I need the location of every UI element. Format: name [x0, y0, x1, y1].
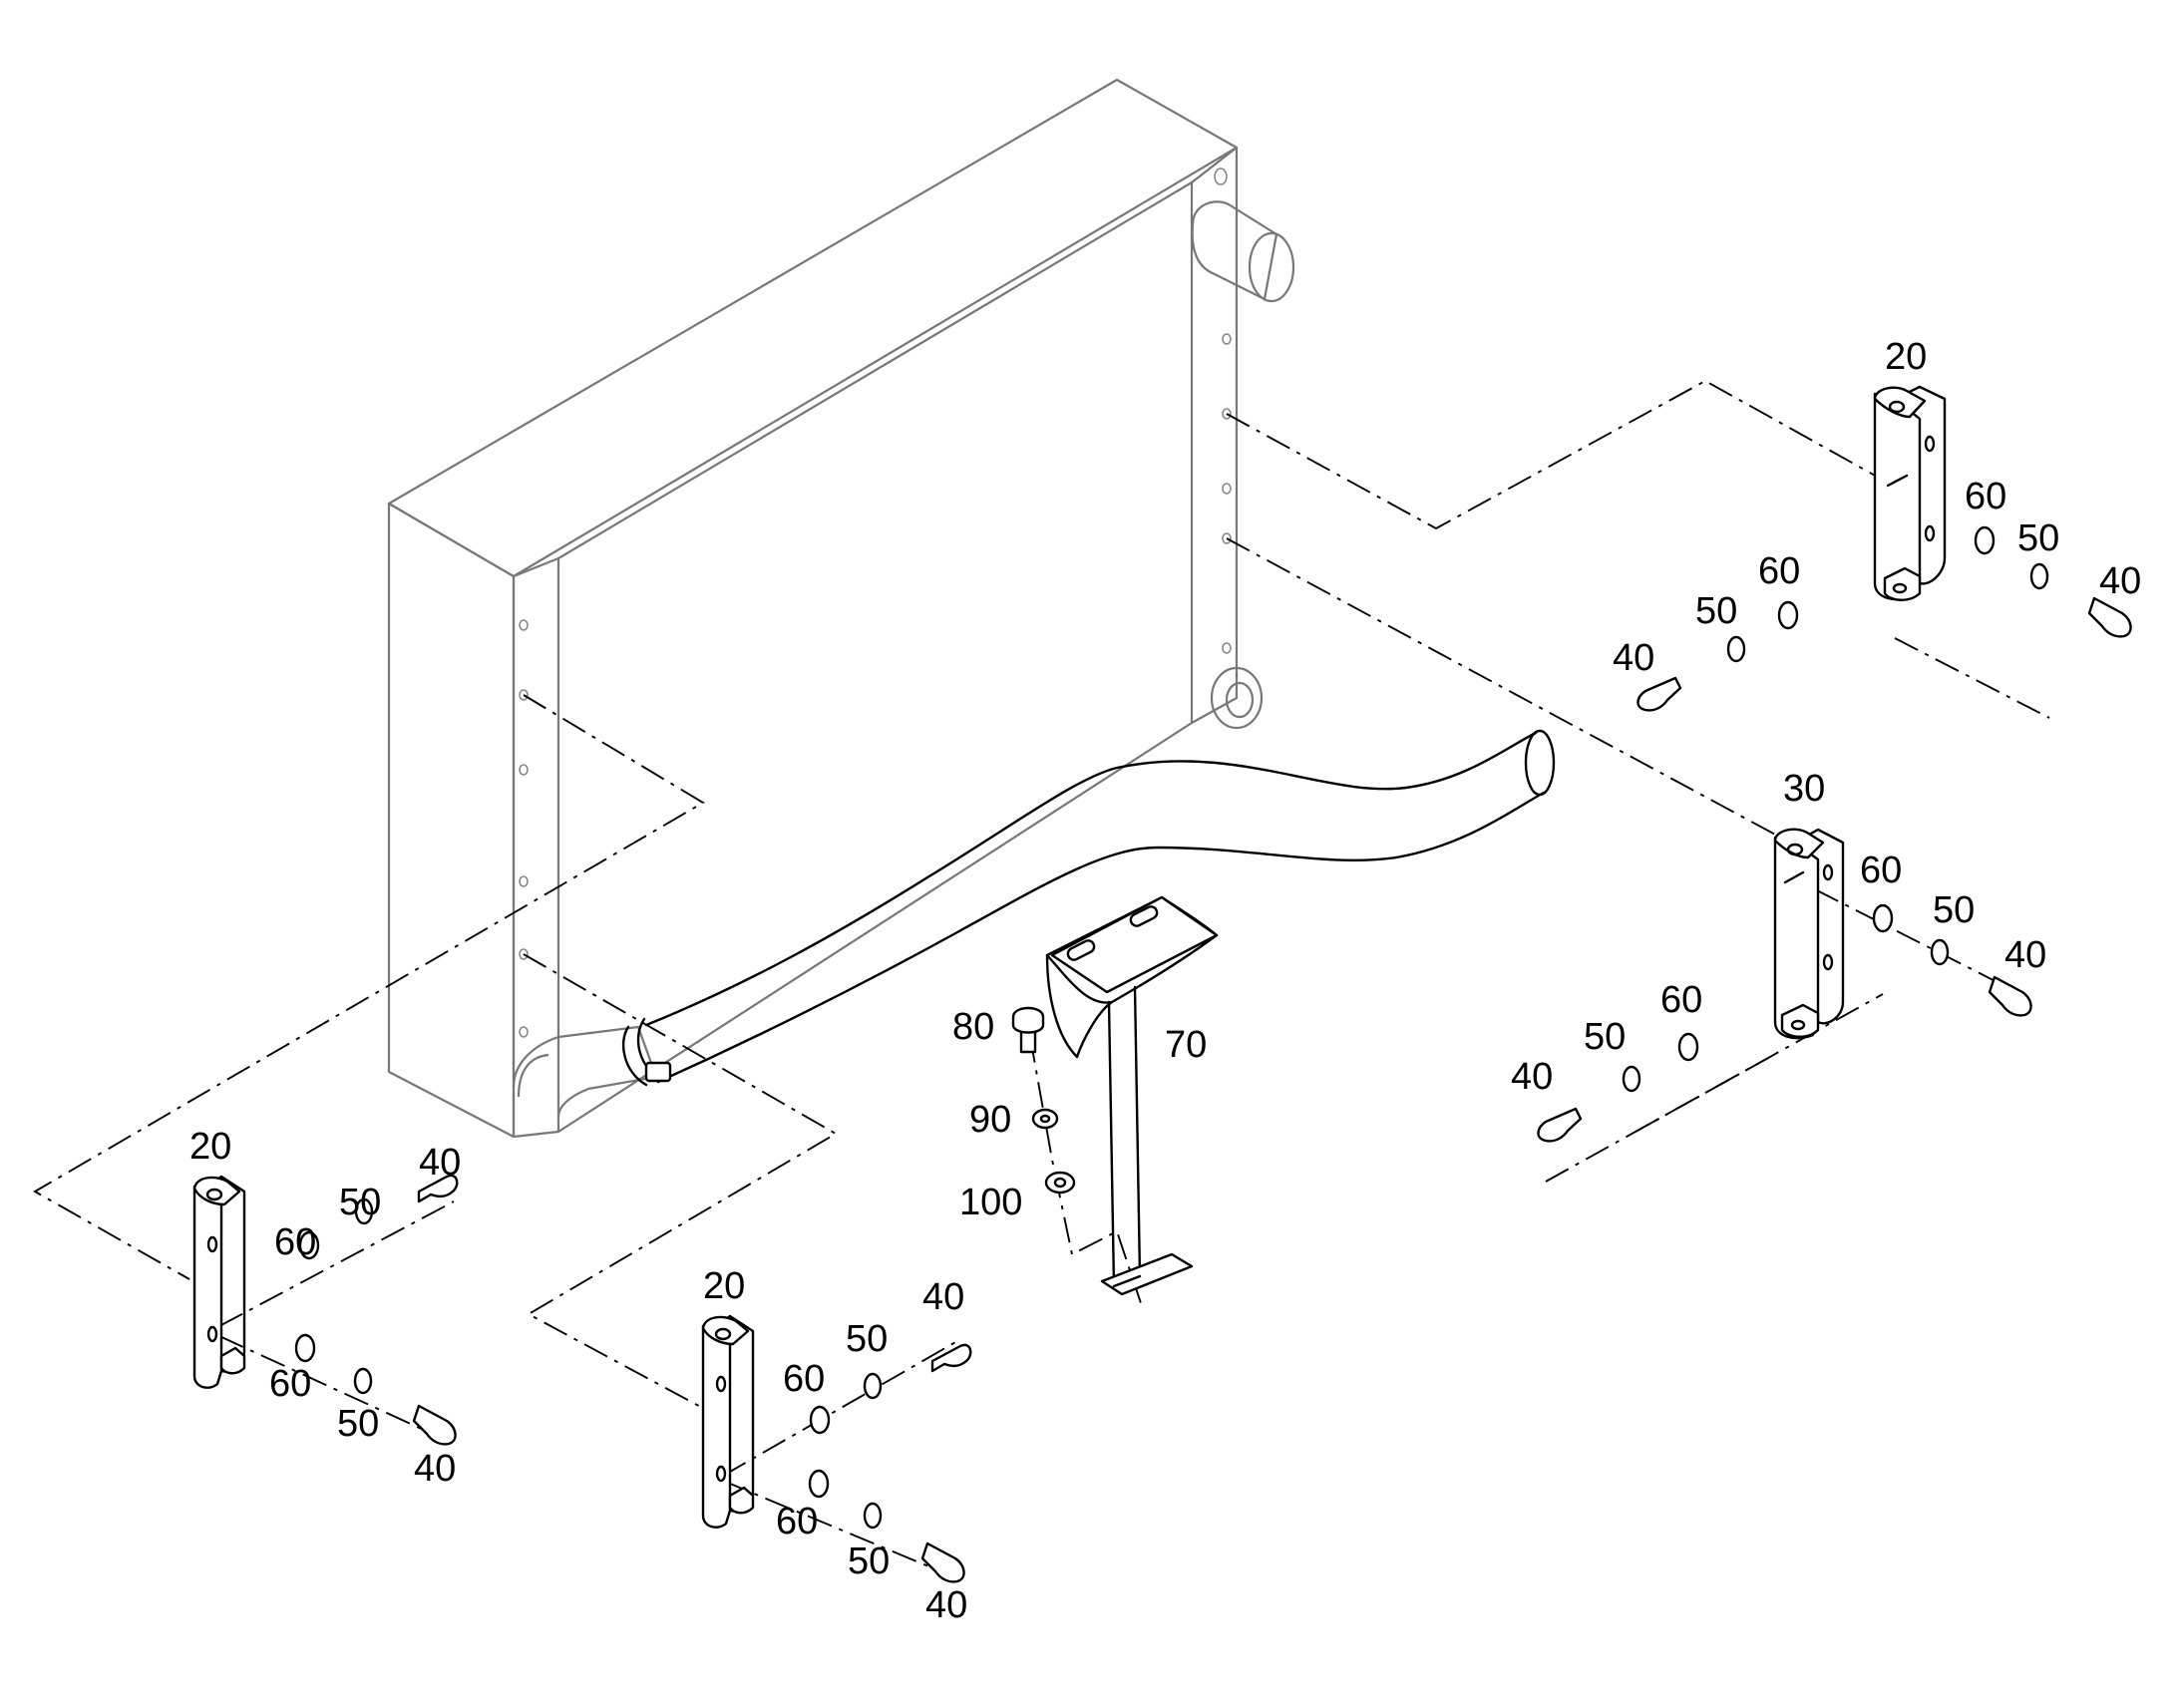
lower-outlet-neck — [1210, 666, 1264, 730]
item-label: 80 — [952, 1006, 994, 1048]
bracket-30-right — [1773, 828, 1845, 1040]
fasteners-80-90-100 — [1011, 1006, 1076, 1195]
coolant-hose — [512, 729, 1556, 1118]
item-label: 40 — [414, 1448, 456, 1490]
item-labels: 20 60 50 60 50 40 40 30 60 50 40 60 50 4… — [189, 336, 2141, 1626]
item-label: 70 — [1165, 1024, 1207, 1066]
item-label: 50 — [848, 1540, 890, 1582]
bracket-20-bottom-left — [192, 1175, 246, 1389]
item-label: 50 — [337, 1403, 379, 1445]
upper-inlet-neck — [1191, 200, 1295, 303]
item-label: 60 — [1660, 979, 1702, 1021]
item-label: 60 — [274, 1221, 316, 1263]
item-label: 60 — [783, 1358, 825, 1400]
item-label: 50 — [339, 1182, 381, 1223]
item-label: 40 — [2099, 560, 2141, 602]
item-label: 50 — [1933, 889, 1975, 931]
item-label: 40 — [922, 1276, 964, 1318]
item-label: 50 — [2017, 517, 2059, 559]
item-label: 60 — [269, 1363, 311, 1405]
item-label: 60 — [1965, 476, 2006, 517]
item-label: 90 — [969, 1099, 1011, 1141]
hardware-set — [294, 525, 2132, 1583]
item-label: 40 — [1613, 637, 1654, 679]
support-stand-70 — [1045, 895, 1219, 1296]
bracket-20-top-right — [1873, 385, 1947, 601]
item-label: 40 — [1511, 1056, 1553, 1098]
hose-clamp — [621, 1017, 672, 1087]
item-label: 60 — [1758, 550, 1800, 592]
bracket-20-bottom-center — [701, 1314, 755, 1529]
item-label: 20 — [1885, 336, 1927, 378]
item-label: 60 — [1860, 850, 1902, 891]
assembly-centerlines — [33, 379, 2050, 1579]
item-label: 60 — [776, 1501, 818, 1542]
item-label: 40 — [925, 1584, 967, 1626]
radiator — [387, 78, 1295, 1139]
item-label: 50 — [1584, 1016, 1626, 1058]
item-label: 50 — [846, 1318, 888, 1360]
item-label: 40 — [2004, 934, 2046, 976]
item-label: 40 — [419, 1142, 461, 1184]
item-label: 20 — [703, 1265, 745, 1307]
item-label: 20 — [189, 1126, 231, 1168]
item-label: 50 — [1695, 590, 1737, 632]
item-label: 30 — [1783, 768, 1825, 810]
item-label: 100 — [959, 1182, 1022, 1223]
